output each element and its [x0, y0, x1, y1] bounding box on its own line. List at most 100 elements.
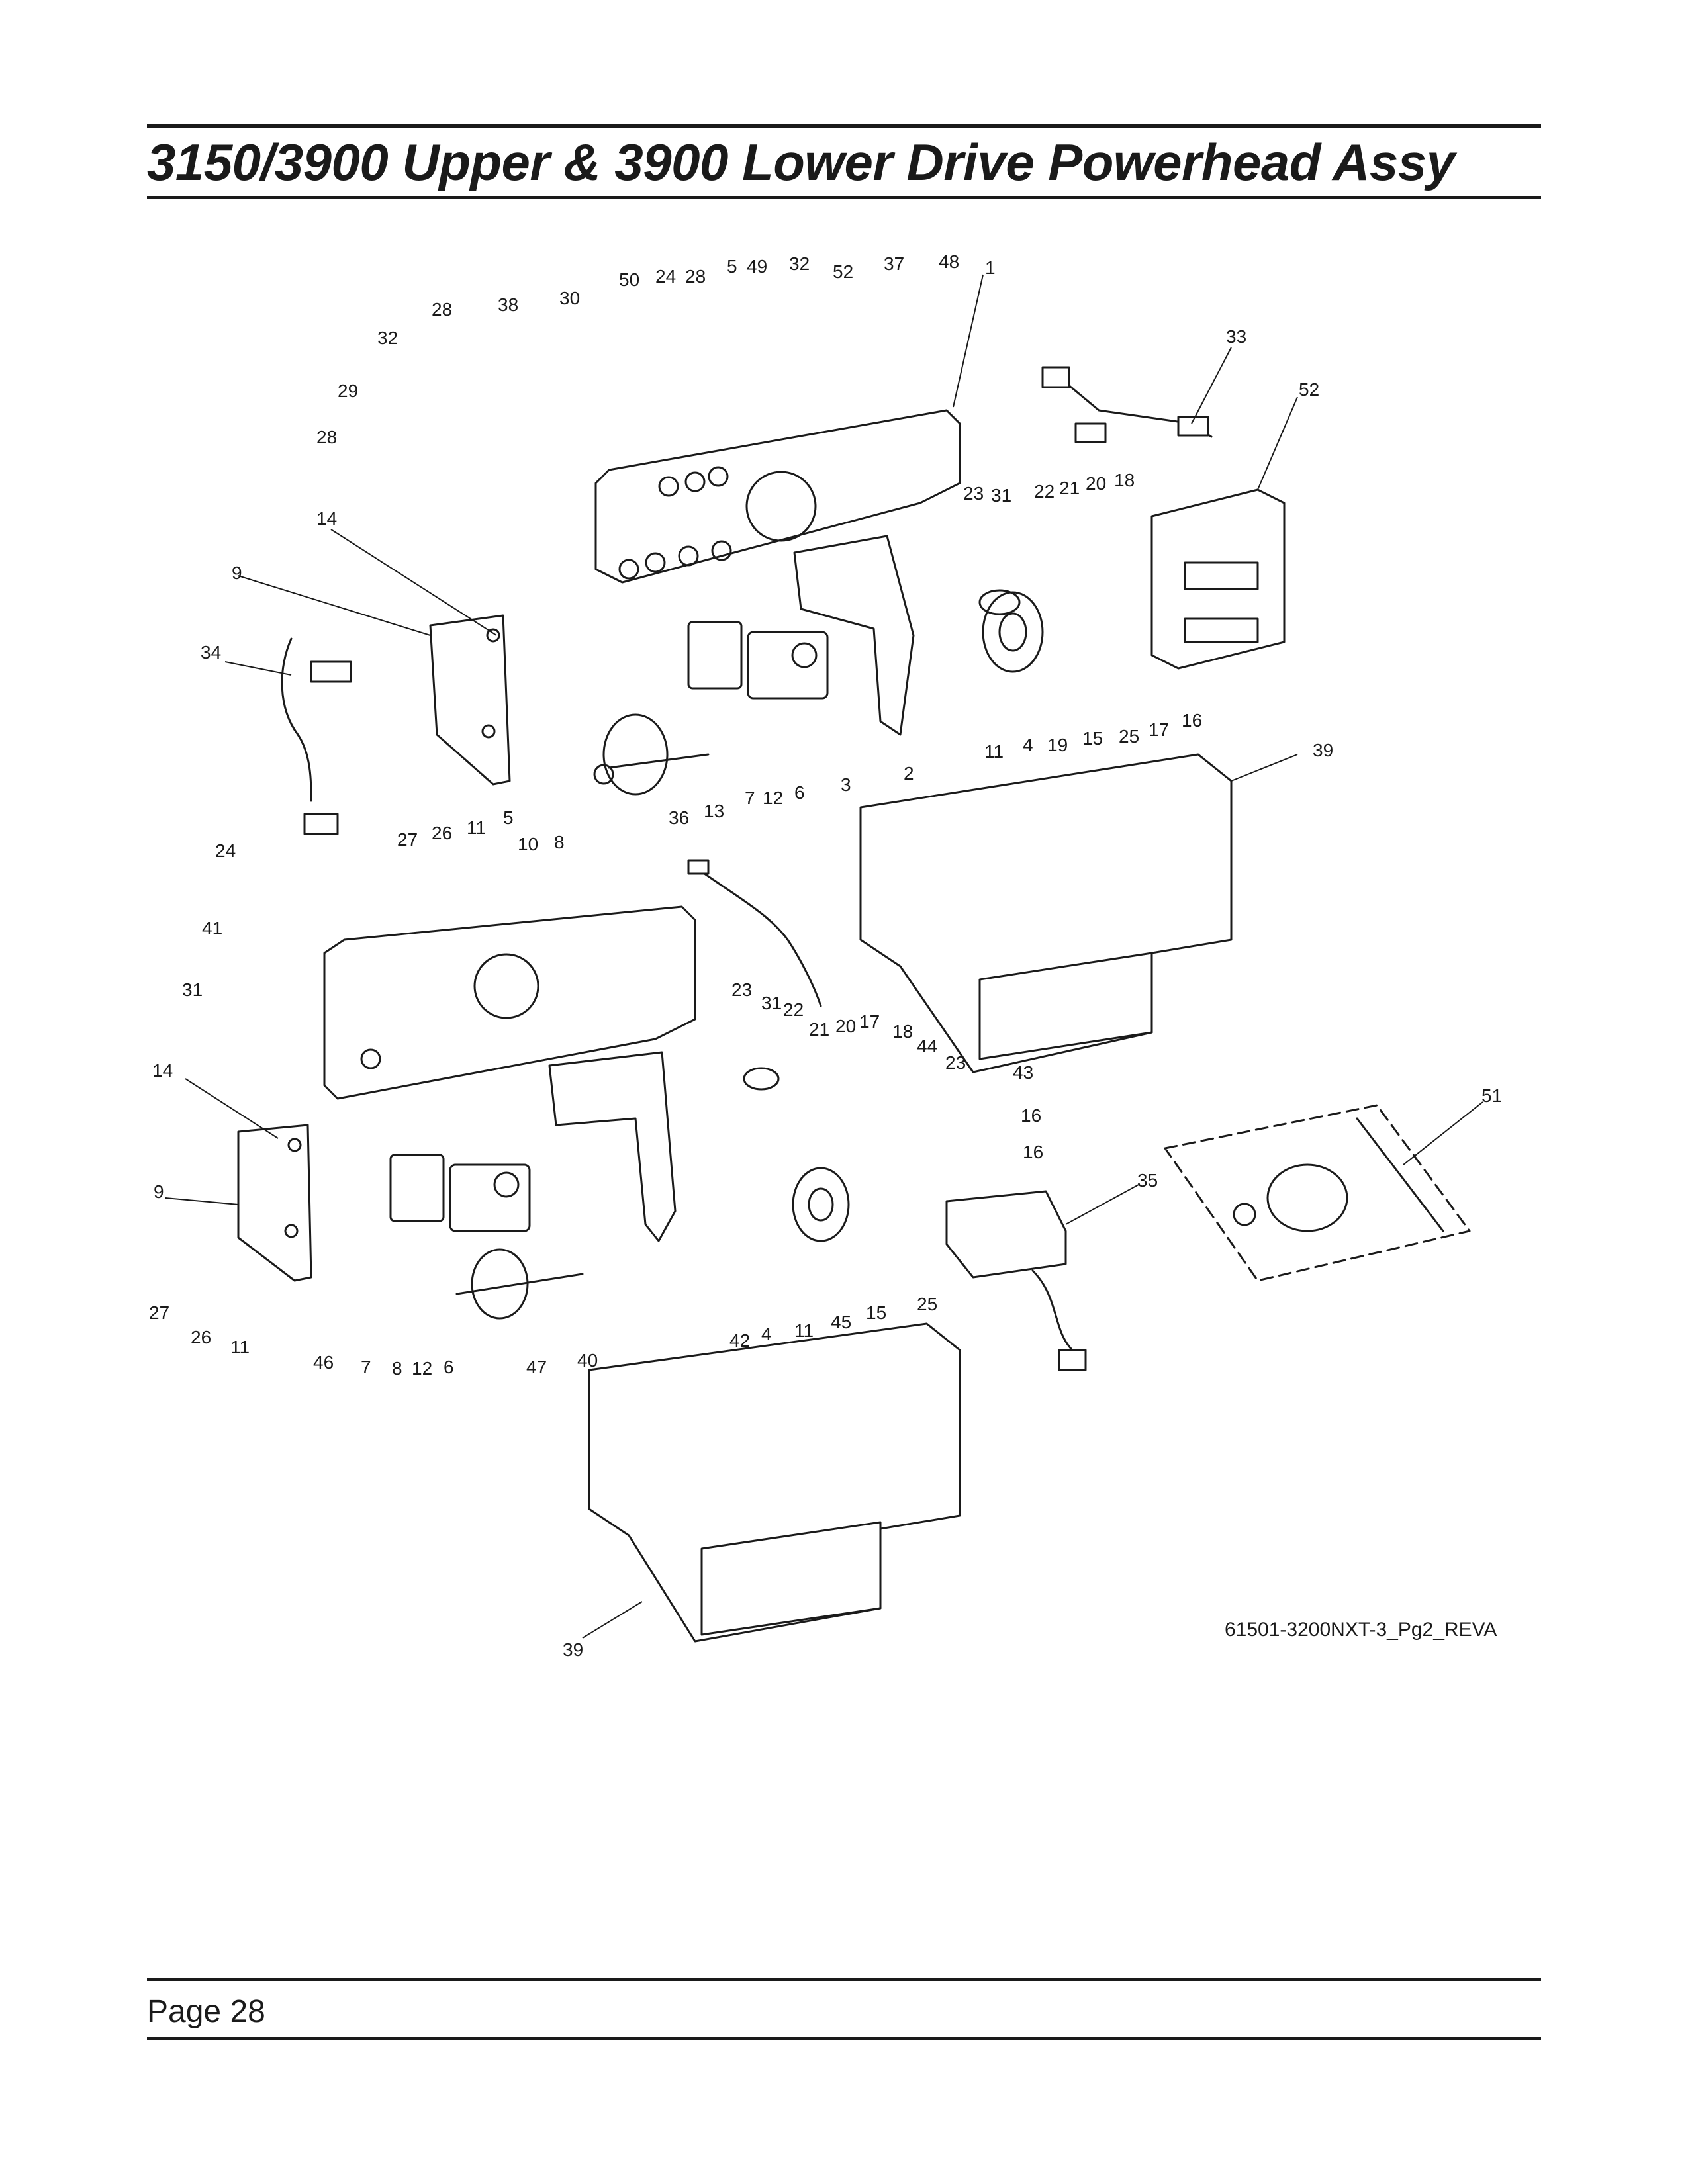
- callout-23: 23: [963, 483, 984, 504]
- callout-11: 11: [230, 1337, 250, 1357]
- callout-16: 16: [1023, 1142, 1043, 1162]
- callout-28: 28: [316, 427, 337, 447]
- page-title: 3150/3900 Upper & 3900 Lower Drive Power…: [147, 133, 1455, 191]
- callout-27: 27: [397, 829, 418, 850]
- lower-cover: [588, 1322, 961, 1643]
- callout-29: 29: [338, 381, 358, 401]
- drawing-reference-id: 61501-3200NXT-3_Pg2_REVA: [1225, 1619, 1497, 1641]
- callout-3: 3: [841, 774, 851, 795]
- callout-25: 25: [917, 1294, 937, 1314]
- callout-32: 32: [789, 253, 810, 274]
- header-bottom-rule: [147, 196, 1541, 199]
- callout-33: 33: [1226, 326, 1246, 347]
- callout-7: 7: [361, 1357, 371, 1377]
- callout-52: 52: [1299, 379, 1319, 400]
- callout-11: 11: [794, 1320, 814, 1341]
- lower-mounting-bracket: [548, 1051, 677, 1242]
- transformer: [945, 1190, 1087, 1371]
- callout-21: 21: [1059, 478, 1080, 498]
- upper-drive-cable: [281, 637, 352, 835]
- callout-18: 18: [892, 1021, 913, 1042]
- callout-25: 25: [1119, 726, 1139, 747]
- footer-bottom-rule: [147, 2037, 1541, 2040]
- callout-9: 9: [154, 1181, 164, 1202]
- callout-20: 20: [1086, 473, 1106, 494]
- callout-30: 30: [559, 288, 580, 308]
- callout-21: 21: [809, 1019, 829, 1040]
- callout-41: 41: [202, 918, 222, 938]
- callout-26: 26: [432, 823, 452, 843]
- callout-2: 2: [904, 763, 914, 784]
- callout-1: 1: [985, 257, 996, 278]
- parts-kit: [1164, 1104, 1471, 1282]
- callout-6: 6: [794, 782, 805, 803]
- callout-8: 8: [554, 832, 565, 852]
- callout-8: 8: [392, 1358, 402, 1379]
- leader-lines: [165, 274, 1483, 1639]
- callout-49: 49: [747, 256, 767, 277]
- callout-17: 17: [859, 1011, 880, 1032]
- callout-17: 17: [1149, 719, 1169, 740]
- lower-front-plate: [237, 1124, 312, 1282]
- callout-11: 11: [984, 741, 1004, 762]
- callout-24: 24: [215, 841, 236, 861]
- callout-4: 4: [761, 1324, 772, 1344]
- footer-top-rule: [147, 1978, 1541, 1981]
- callout-28: 28: [685, 266, 706, 287]
- lower-back-plate: [323, 905, 696, 1100]
- callout-31: 31: [991, 485, 1011, 506]
- callout-40: 40: [577, 1350, 598, 1371]
- callout-23: 23: [731, 979, 752, 1000]
- callout-15: 15: [1082, 728, 1103, 749]
- callout-44: 44: [917, 1036, 937, 1056]
- header-top-rule: [147, 124, 1541, 128]
- callout-14: 14: [316, 508, 337, 529]
- callout-31: 31: [761, 993, 782, 1013]
- callout-23: 23: [945, 1052, 966, 1073]
- callout-50: 50: [619, 269, 639, 290]
- callout-10: 10: [518, 834, 538, 854]
- callout-20: 20: [835, 1016, 856, 1036]
- callout-16: 16: [1182, 710, 1202, 731]
- callout-47: 47: [526, 1357, 547, 1377]
- lower-drive-gear: [743, 1067, 850, 1242]
- callout-45: 45: [831, 1312, 851, 1332]
- upper-cover: [859, 753, 1233, 1073]
- lower-drive-cam: [455, 1248, 584, 1320]
- callout-39: 39: [1313, 740, 1333, 760]
- callout-39: 39: [563, 1639, 583, 1660]
- callout-13: 13: [704, 801, 724, 821]
- callout-26: 26: [191, 1327, 211, 1347]
- callout-5: 5: [727, 256, 737, 277]
- upper-drive-cam: [593, 713, 710, 796]
- callout-6: 6: [444, 1357, 454, 1377]
- callout-14: 14: [152, 1060, 173, 1081]
- lower-drive-cable: [687, 859, 822, 1007]
- callout-24: 24: [655, 266, 676, 287]
- upper-back-plate: [594, 409, 961, 584]
- callout-42: 42: [729, 1330, 750, 1351]
- upper-mounting-bracket: [793, 535, 915, 736]
- callout-18: 18: [1114, 470, 1135, 490]
- upper-drive-motor: [687, 621, 829, 700]
- page-number: Page 28: [147, 1994, 265, 2029]
- callout-38: 38: [498, 295, 518, 315]
- callout-12: 12: [412, 1358, 432, 1379]
- callout-28: 28: [432, 299, 452, 320]
- callout-7: 7: [745, 788, 755, 808]
- callout-51: 51: [1481, 1085, 1502, 1106]
- callout-4: 4: [1023, 735, 1033, 755]
- callout-22: 22: [1034, 481, 1055, 502]
- callout-48: 48: [939, 251, 959, 272]
- wire-harness: [1041, 366, 1213, 443]
- callout-35: 35: [1137, 1170, 1158, 1191]
- callout-37: 37: [884, 253, 904, 274]
- callout-22: 22: [783, 999, 804, 1020]
- callout-5: 5: [503, 807, 514, 828]
- callout-16: 16: [1021, 1105, 1041, 1126]
- callout-34: 34: [201, 642, 221, 662]
- callout-19: 19: [1047, 735, 1068, 755]
- callout-32: 32: [377, 328, 398, 348]
- callout-labels: 1 2 3 4 4 5 5 6 6 7 7 8 8 9 9 10 11 11 1…: [149, 251, 1502, 1660]
